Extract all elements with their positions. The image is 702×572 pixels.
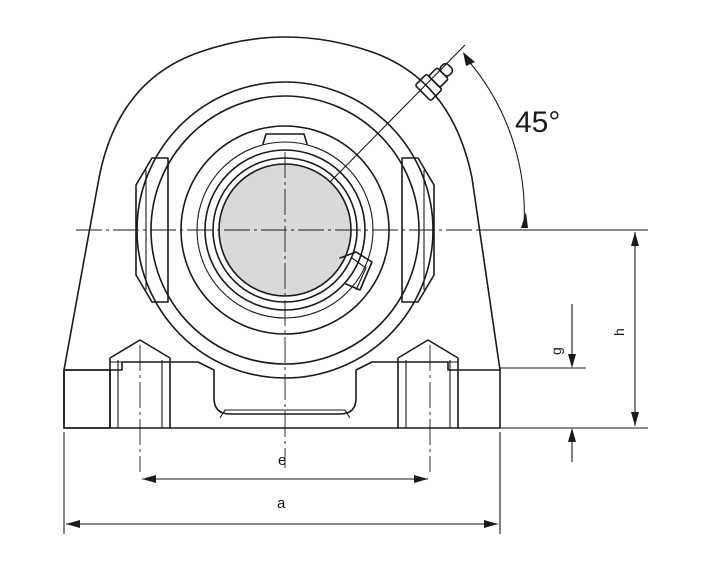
grease-nipple	[415, 62, 454, 101]
center-lines	[76, 44, 525, 472]
angle-label: 45°	[515, 106, 560, 139]
dimension-a: a	[63, 432, 501, 534]
dimension-g-label: g	[548, 347, 564, 355]
dimension-g: g	[500, 304, 586, 462]
set-screw	[339, 251, 373, 291]
right-bolt	[397, 339, 459, 429]
housing-base	[63, 361, 501, 429]
dimension-h-label: h	[611, 328, 627, 336]
bolts	[109, 339, 459, 429]
housing-outline	[63, 369, 111, 429]
dimension-e: e	[142, 452, 428, 483]
dimension-e-label: e	[278, 452, 286, 469]
angle-indicator: 45°	[463, 52, 560, 228]
dimension-h: h	[478, 229, 648, 429]
dimension-a-label: a	[277, 495, 286, 512]
left-bolt	[109, 339, 171, 429]
